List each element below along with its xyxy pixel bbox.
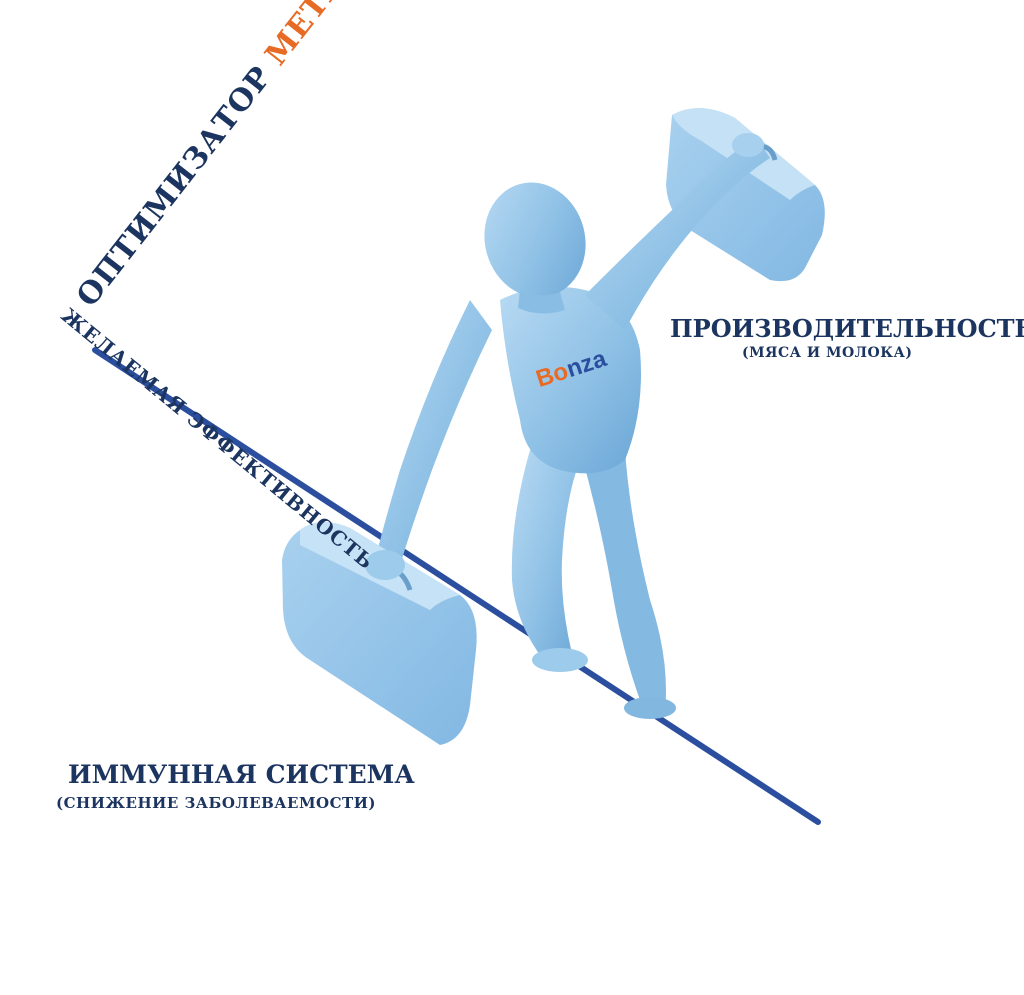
right-arm bbox=[585, 140, 770, 330]
left-foot bbox=[532, 648, 588, 672]
tightrope bbox=[92, 347, 821, 825]
left-leg bbox=[511, 450, 580, 665]
left-hand bbox=[365, 550, 405, 580]
right-leg bbox=[580, 450, 666, 712]
head bbox=[484, 182, 586, 298]
right-hand bbox=[732, 133, 764, 157]
immunity-subtitle: (СНИЖЕНИЕ ЗАБОЛЕВАЕМОСТИ) bbox=[56, 794, 376, 812]
torso bbox=[500, 286, 641, 474]
productivity-title: ПРОИЗВОДИТЕЛЬНОСТЬ bbox=[670, 314, 1024, 343]
productivity-subtitle: (МЯСА И МОЛОКА) bbox=[742, 345, 913, 361]
right-foot bbox=[624, 697, 676, 719]
immunity-title: ИММУННАЯ СИСТЕМА bbox=[68, 760, 415, 789]
left-arm bbox=[375, 300, 492, 572]
